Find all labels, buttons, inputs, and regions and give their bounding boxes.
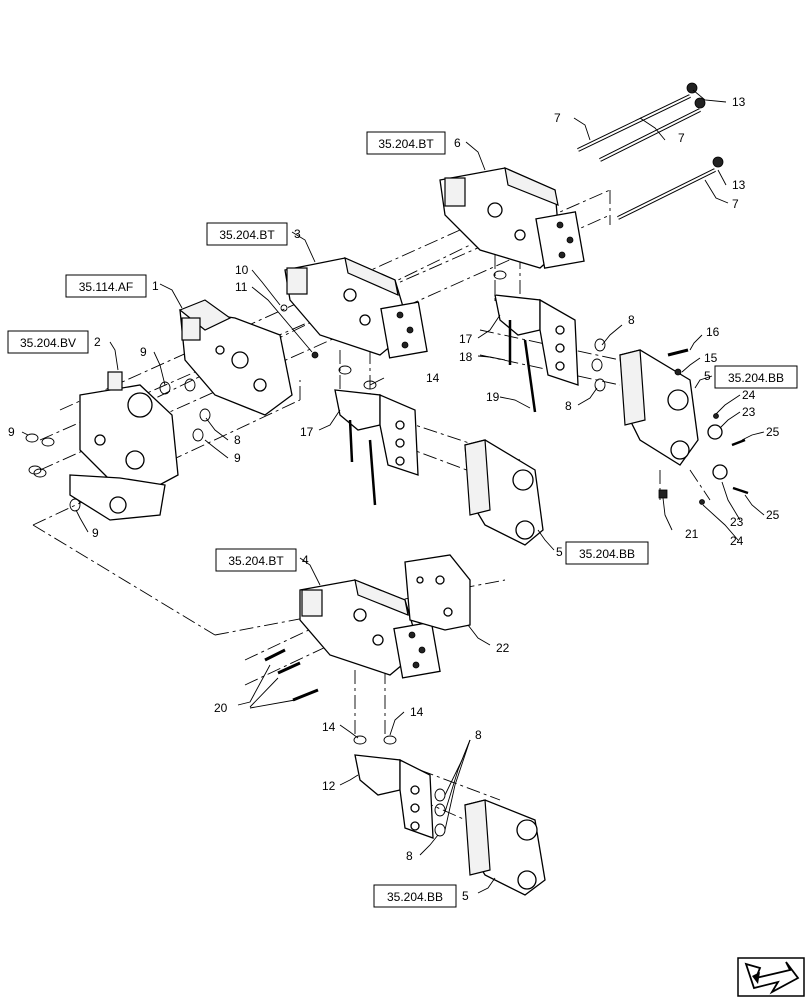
callout-23: 23	[742, 405, 756, 419]
ref-text: 35.204.BT	[228, 554, 284, 568]
callout-8: 8	[234, 433, 241, 447]
callout-13: 13	[732, 178, 746, 192]
ref-text: 35.204.BT	[378, 137, 434, 151]
bracket-12	[354, 754, 434, 839]
callout-24: 24	[730, 534, 744, 548]
bracket-17-mid	[334, 389, 419, 476]
tie-rods	[577, 82, 724, 220]
nut-13-mid	[694, 97, 706, 109]
gasket-plate-22	[404, 554, 471, 631]
callout-9: 9	[8, 425, 15, 439]
ref-text: 35.114.AF	[79, 280, 133, 294]
callout-25: 25	[766, 425, 780, 439]
ref-text: 35.204.BB	[579, 547, 635, 561]
callout-25: 25	[766, 508, 780, 522]
callout-2: 2	[94, 335, 101, 349]
end-cover-5-mid	[464, 439, 544, 546]
callout-16: 16	[706, 325, 720, 339]
callout-15: 15	[704, 351, 718, 365]
ref-text: 35.204.BB	[387, 890, 443, 904]
ref-text: 35.204.BB	[728, 371, 784, 385]
callout-21: 21	[685, 527, 699, 541]
inlet-section-2	[69, 371, 179, 521]
callout-12: 12	[322, 779, 336, 793]
nut-13-top	[686, 82, 698, 94]
valve-section-6	[439, 166, 585, 269]
valve-section-3	[284, 256, 428, 359]
callout-13: 13	[732, 95, 746, 109]
valve-section-1	[178, 299, 293, 416]
callout-9: 9	[234, 451, 241, 465]
next-page-arrow-icon[interactable]	[737, 957, 805, 997]
callout-17: 17	[459, 332, 473, 346]
callout-labels: 6 3 1 2 4 7 7 7 13 13 10 11 9 9 9 9 8 8 …	[8, 95, 780, 903]
ref-text: 35.204.BV	[20, 336, 76, 350]
callout-14: 14	[410, 705, 424, 719]
reference-box-5-bottom[interactable]: 35.204.BB	[373, 884, 457, 908]
nut-13-low	[712, 156, 724, 168]
end-cover-5-right	[619, 349, 699, 466]
callout-10: 10	[235, 263, 249, 277]
reference-box-2[interactable]: 35.204.BV	[7, 330, 89, 354]
callout-1: 1	[152, 279, 159, 293]
valve-section-4	[299, 579, 441, 679]
callout-22: 22	[496, 641, 510, 655]
callout-9: 9	[140, 345, 147, 359]
leader-lines	[21, 89, 765, 894]
callout-14: 14	[426, 371, 440, 385]
callout-14: 14	[322, 720, 336, 734]
callout-8: 8	[475, 728, 482, 742]
reference-box-1[interactable]: 35.114.AF	[65, 274, 147, 298]
callout-4: 4	[302, 553, 309, 567]
reference-box-5-right[interactable]: 35.204.BB	[714, 365, 798, 389]
bracket-17-top	[494, 294, 579, 386]
ref-text: 35.204.BT	[219, 228, 275, 242]
callout-18: 18	[459, 350, 473, 364]
callout-7: 7	[554, 111, 561, 125]
callout-8: 8	[406, 849, 413, 863]
callout-5: 5	[556, 545, 563, 559]
reference-box-3[interactable]: 35.204.BT	[206, 222, 288, 246]
callout-3: 3	[294, 227, 301, 241]
callout-24: 24	[742, 388, 756, 402]
end-cover-5-bottom	[464, 799, 546, 896]
callout-5: 5	[462, 889, 469, 903]
callout-19: 19	[486, 390, 500, 404]
callout-7: 7	[678, 131, 685, 145]
o-rings-and-bolts	[25, 270, 749, 837]
callout-20: 20	[214, 701, 228, 715]
callout-5: 5	[704, 369, 711, 383]
callout-8: 8	[565, 399, 572, 413]
callout-9: 9	[92, 526, 99, 540]
callout-8: 8	[628, 313, 635, 327]
callout-11: 11	[235, 280, 248, 294]
callout-7: 7	[732, 197, 739, 211]
callout-23: 23	[730, 515, 744, 529]
callout-6: 6	[454, 136, 461, 150]
reference-box-5-mid[interactable]: 35.204.BB	[565, 541, 649, 565]
reference-box-4[interactable]: 35.204.BT	[215, 548, 297, 572]
reference-box-6[interactable]: 35.204.BT	[366, 131, 446, 155]
callout-17: 17	[300, 425, 314, 439]
